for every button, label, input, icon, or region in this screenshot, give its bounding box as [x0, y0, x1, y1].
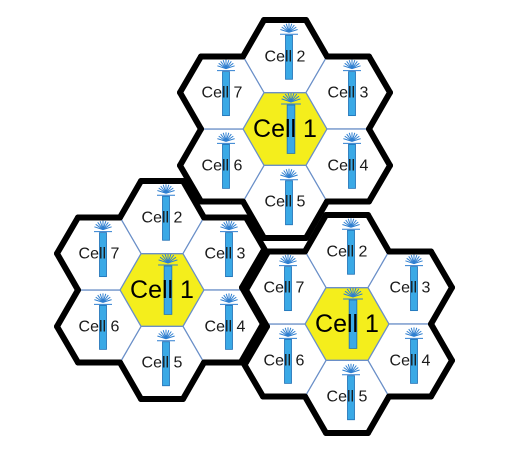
cell-label: Cell 5 — [142, 355, 183, 372]
cell-label: Cell 7 — [202, 85, 243, 102]
cell-ne: Cell 3 — [367, 250, 453, 325]
cell-label: Cell 3 — [205, 246, 246, 263]
tower-mast — [347, 229, 355, 275]
cell-label: Cell 6 — [264, 352, 305, 369]
antenna-tower-icon — [157, 329, 175, 342]
cluster-right: Cell 1 Cell 2 Cell 3 Cell 4 Cell 5 Cell 6 Cell… — [241, 214, 453, 434]
tower-mast — [410, 266, 418, 312]
cell-label: Cell 2 — [265, 48, 306, 65]
antenna-tower-icon — [342, 218, 360, 230]
cell-center: Cell 1 — [242, 91, 328, 166]
antenna-tower-icon — [94, 293, 112, 305]
tower-mast — [284, 338, 292, 384]
cell-nw: Cell 7 — [179, 55, 265, 130]
tower-mast — [222, 71, 230, 117]
cell-label: Cell 4 — [390, 352, 431, 369]
tower-mast — [348, 299, 358, 349]
tower-mast — [285, 180, 293, 226]
cell-label: Cell 5 — [265, 194, 306, 211]
antenna-tower-icon — [217, 132, 235, 144]
cluster-top: Cell 1 Cell 2 Cell 3 Cell 4 Cell 5 Cell 6 Cell… — [179, 19, 391, 239]
cell-label: Cell 1 — [130, 276, 194, 304]
cell-s: Cell 5 — [242, 164, 328, 239]
antenna-tower-icon — [343, 59, 361, 72]
cell-label: Cell 1 — [315, 310, 379, 338]
tower-mast — [410, 338, 418, 384]
antenna-tower-icon — [220, 293, 238, 305]
cell-label: Cell 3 — [390, 280, 431, 297]
tower-mast — [348, 71, 356, 117]
tower-mast — [222, 143, 230, 189]
antenna-tower-icon — [220, 220, 238, 233]
cell-label: Cell 2 — [327, 243, 368, 260]
tower-mast — [285, 34, 293, 80]
antenna-tower-icon — [280, 168, 298, 181]
antenna-tower-icon — [279, 327, 297, 339]
cell-s: Cell 5 — [304, 359, 390, 434]
cell-se: Cell 4 — [367, 323, 453, 398]
tower-mast — [163, 265, 173, 315]
antenna-tower-icon — [343, 287, 363, 300]
cell-ne: Cell 3 — [305, 55, 391, 130]
tower-mast — [347, 375, 355, 421]
cell-label: Cell 7 — [264, 280, 305, 297]
antenna-tower-icon — [157, 184, 175, 196]
cell-label: Cell 6 — [202, 157, 243, 174]
cell-label: Cell 7 — [79, 246, 120, 263]
cell-center: Cell 1 — [119, 253, 205, 327]
antenna-tower-icon — [343, 132, 361, 144]
cell-label: Cell 2 — [142, 209, 183, 226]
antenna-tower-icon — [94, 220, 112, 233]
cell-label: Cell 4 — [205, 318, 246, 335]
tower-mast — [284, 266, 292, 312]
cell-nw: Cell 7 — [241, 250, 327, 325]
tower-mast — [162, 341, 170, 387]
cell-label: Cell 3 — [328, 85, 369, 102]
tower-mast — [225, 232, 233, 278]
cell-label: Cell 6 — [79, 318, 120, 335]
cluster-left: Cell 1 Cell 2 Cell 3 Cell 4 Cell 5 Cell 6 Cell… — [56, 180, 268, 400]
cell-label: Cell 4 — [328, 157, 369, 174]
tower-mast — [99, 304, 107, 350]
tower-mast — [348, 143, 356, 189]
antenna-tower-icon — [280, 23, 298, 35]
antenna-tower-icon — [342, 363, 360, 376]
cluster-outline-top — [177, 17, 393, 241]
tower-mast — [286, 104, 296, 154]
cell-label: Cell 5 — [327, 389, 368, 406]
cell-n: Cell 2 — [242, 19, 328, 94]
tower-mast — [99, 232, 107, 278]
cluster-outlines-layer — [54, 17, 455, 436]
cluster-outline-right — [239, 212, 455, 436]
cell-center: Cell 1 — [304, 287, 390, 361]
antenna-tower-icon — [158, 253, 178, 266]
cell-label: Cell 1 — [253, 115, 317, 143]
antenna-tower-icon — [217, 59, 235, 72]
antenna-tower-icon — [281, 92, 301, 105]
antenna-tower-icon — [405, 327, 423, 339]
cell-se: Cell 4 — [305, 128, 391, 203]
tower-mast — [225, 304, 233, 350]
antenna-tower-icon — [279, 254, 297, 267]
antenna-tower-icon — [405, 254, 423, 267]
tower-mast — [162, 195, 170, 241]
